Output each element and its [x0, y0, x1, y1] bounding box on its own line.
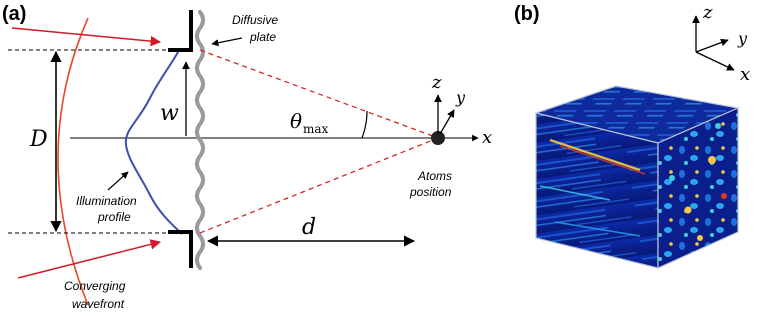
illumination-line2: profile	[97, 210, 131, 224]
theta-subscript: max	[303, 122, 329, 136]
triad-x-axis	[695, 51, 735, 71]
D-label: D	[29, 127, 48, 152]
cube-front-hot-streak-1	[549, 138, 641, 172]
illumination-profile	[124, 47, 183, 235]
atoms-y-axis	[439, 109, 455, 135]
diffusive-plate-pointer	[211, 37, 243, 47]
d-label: d	[302, 215, 316, 240]
atoms-z-label: z	[431, 72, 442, 93]
panel-b: (b) z y x	[514, 2, 750, 269]
panel-a: (a) D w Diffusive plate	[2, 3, 492, 311]
w-label: w	[160, 101, 179, 126]
cube-front-streak-4	[554, 221, 641, 237]
cube-side-spot-6	[715, 123, 721, 129]
cube-front-streak-3	[539, 185, 611, 201]
atoms-label-line2: position	[409, 185, 452, 199]
atoms-y-label: y	[455, 88, 466, 107]
cube-side-spot-5	[697, 235, 703, 241]
diffusive-plate-line2: plate	[249, 30, 276, 44]
diffusive-plate-line1: Diffusive	[232, 13, 278, 27]
speckle-cube	[533, 85, 741, 269]
atoms-dot	[431, 131, 445, 145]
cube-side-spot-2	[684, 206, 692, 214]
ray-bottom-to-atoms	[199, 137, 439, 234]
wavefront-line1: Converging	[64, 279, 126, 293]
triad-x-label: x	[740, 64, 750, 85]
diffusive-plate-label: Diffusive plate	[232, 13, 278, 44]
cube-side-face	[657, 107, 739, 269]
theta-label: θ	[290, 109, 302, 133]
aperture-top	[189, 10, 193, 52]
ray-top-to-atoms	[199, 49, 439, 139]
cube-side-spot-4	[669, 175, 675, 181]
diffusive-plate	[195, 10, 205, 270]
illumination-pointer	[107, 171, 129, 191]
atoms-x-label: x	[482, 127, 492, 148]
aperture-bottom	[189, 230, 193, 268]
triad-y-axis	[695, 38, 729, 53]
atoms-label-line1: Atoms	[417, 169, 452, 183]
triad-z-label: z	[702, 2, 713, 23]
cube-front-hot-streak-2	[559, 145, 646, 175]
wavefront-line2: wavefront	[72, 297, 125, 311]
illumination-line1: Illumination	[76, 194, 137, 208]
cube-side-spot-1	[708, 156, 716, 164]
theta-arc	[361, 110, 368, 139]
cube-side-spot-3	[721, 193, 727, 199]
incoming-ray-bottom	[17, 239, 162, 279]
aperture-top-foot	[168, 48, 192, 52]
aperture-bottom-foot	[168, 230, 192, 234]
panel-a-label: (a)	[2, 3, 26, 25]
incoming-ray-top	[11, 27, 162, 47]
panel-b-label: (b)	[514, 3, 540, 25]
triad-y-label: y	[737, 29, 748, 48]
